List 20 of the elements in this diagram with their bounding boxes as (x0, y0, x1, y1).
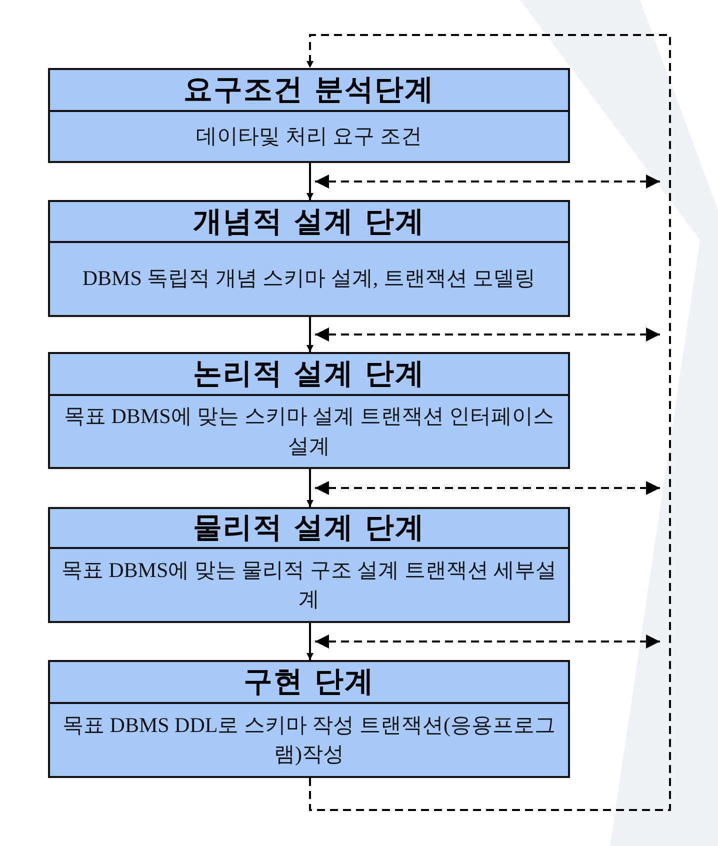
stage-description: 목표 DBMS에 맞는 물리적 구조 설계 트랜잭션 세부설계 (60, 556, 558, 613)
stage-box (48, 507, 570, 623)
stage-title: 구현 단계 (50, 662, 568, 704)
stage-description: 데이타및 처리 요구 조건 (195, 122, 423, 150)
arrow (306, 163, 314, 200)
stage-title: 개념적 설계 단계 (50, 202, 568, 243)
feedback-loop-arrow (306, 34, 671, 811)
stage-box (48, 660, 570, 778)
arrow (306, 317, 314, 352)
stage-description: 목표 DBMS DDL로 스키마 작성 트랜잭션(응용프로그램)작성 (62, 712, 556, 768)
stage-box (48, 352, 570, 469)
stage-title: 물리적 설계 단계 (50, 509, 568, 549)
arrow (306, 623, 314, 660)
arrow (306, 469, 314, 507)
stage-title: 논리적 설계 단계 (50, 354, 568, 396)
stage-description: DBMS 독립적 개념 스키마 설계, 트랜잭션 모델링 (81, 265, 537, 292)
stage-title: 요구조건 분석단계 (50, 70, 568, 112)
stage-box (48, 68, 570, 163)
stage-description: 목표 DBMS에 맞는 스키마 설계 트랜잭션 인터페이스 설계 (62, 403, 556, 460)
stage-box (48, 200, 570, 317)
